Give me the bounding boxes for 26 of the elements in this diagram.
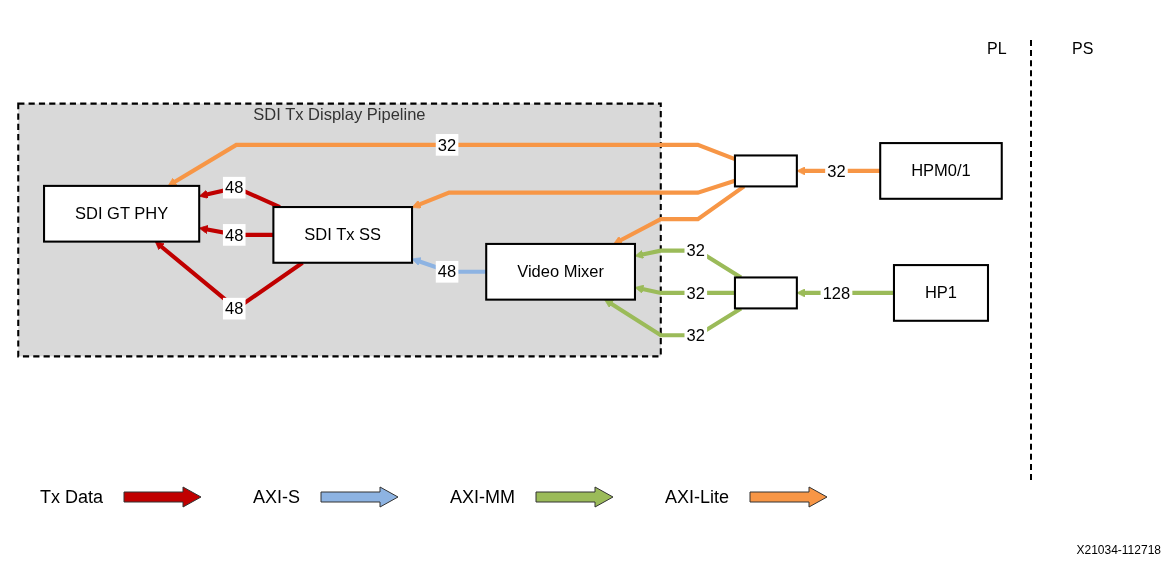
edge-label: 48 bbox=[225, 225, 244, 244]
node-box bbox=[733, 276, 798, 310]
edge-label: 48 bbox=[225, 299, 244, 318]
region-label: PS bbox=[1072, 40, 1094, 58]
legend-label: Tx Data bbox=[40, 486, 104, 508]
edge-label: 32 bbox=[686, 283, 705, 302]
node-box: HP1 bbox=[892, 264, 989, 322]
edge-label: 48 bbox=[225, 178, 244, 197]
legend-label: AXI-S bbox=[253, 486, 301, 508]
arrow bbox=[604, 299, 743, 338]
edge-label: 32 bbox=[437, 135, 457, 154]
legend-label: AXI-MM bbox=[450, 486, 516, 508]
edge-label: 32 bbox=[686, 325, 705, 344]
node-box: HPM0/1 bbox=[879, 142, 1003, 200]
node-box: SDI Tx SS bbox=[272, 206, 414, 264]
arrow bbox=[634, 284, 735, 295]
figure-number: X21034-112718 bbox=[1076, 543, 1161, 557]
legend-label: AXI-Lite bbox=[665, 486, 730, 508]
edge-label: 128 bbox=[822, 283, 851, 302]
region-label: PL bbox=[987, 40, 1007, 58]
edge-label: 48 bbox=[437, 262, 457, 281]
node-box bbox=[733, 154, 798, 188]
node-box: Video Mixer bbox=[485, 242, 636, 301]
edge-label: 32 bbox=[686, 241, 705, 260]
node-box: SDI GT PHY bbox=[43, 184, 201, 243]
edge-label: 32 bbox=[827, 161, 846, 180]
